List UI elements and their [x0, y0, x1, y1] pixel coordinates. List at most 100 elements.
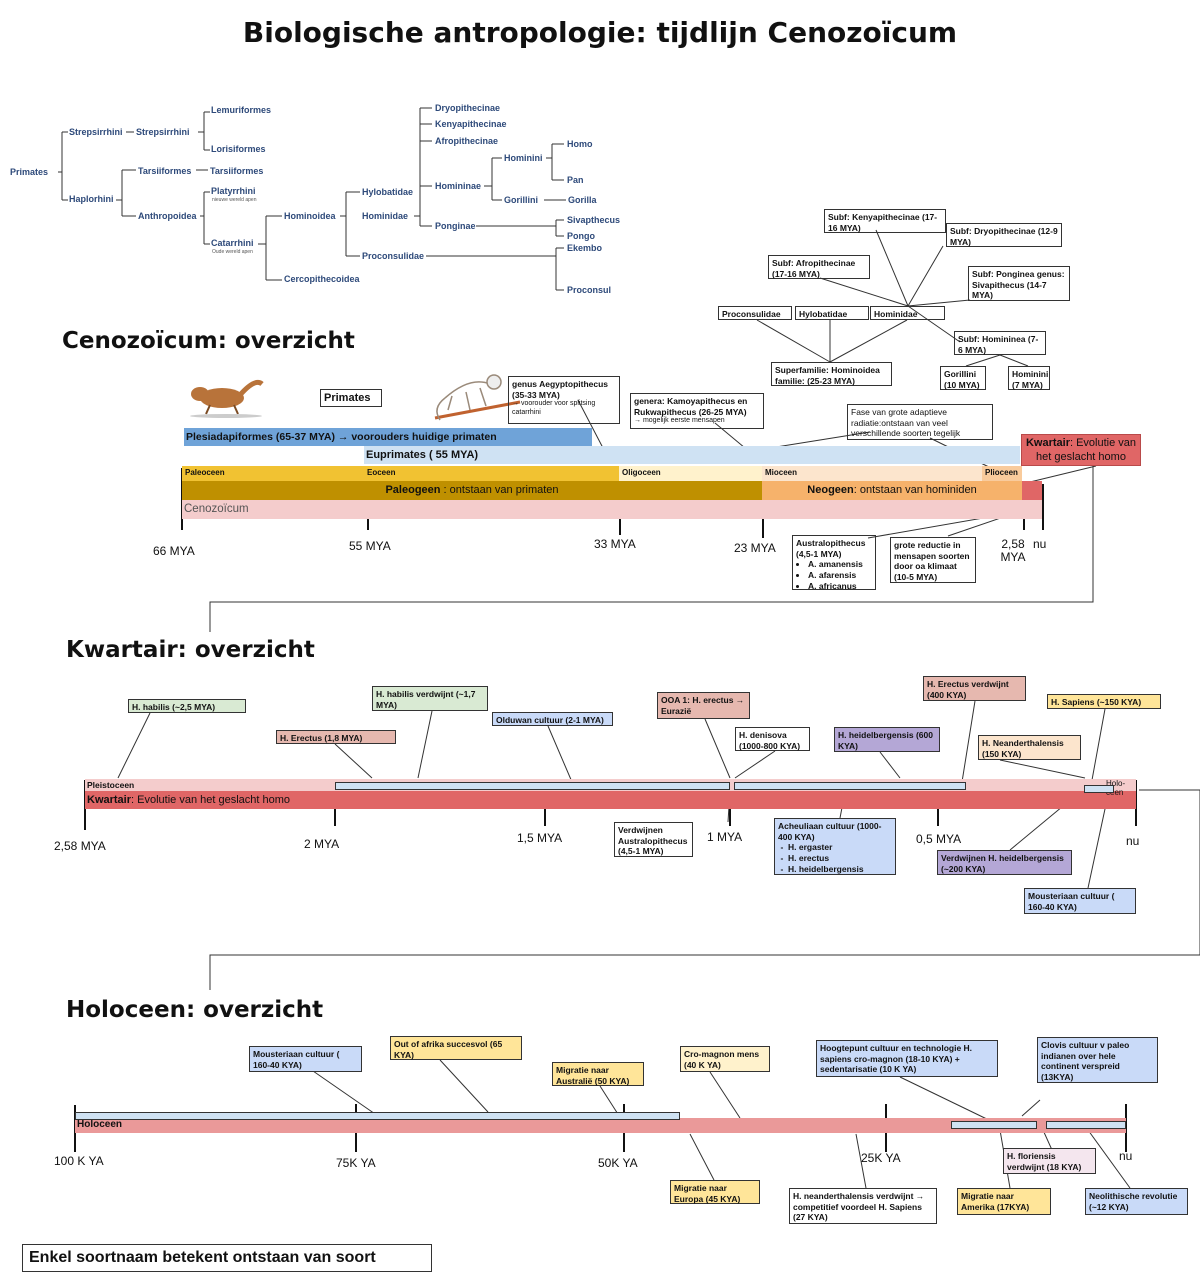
neanderthalensis-box: H. Neanderthalensis (150 KYA): [978, 735, 1081, 760]
clovis-span: [1046, 1121, 1126, 1129]
species-item: H. heidelbergensis: [788, 864, 892, 875]
ponginea-box: Subf: Ponginea genus: Sivapithecus (14-7…: [968, 266, 1070, 301]
mioceen-label: Mioceen: [765, 468, 798, 477]
legend-note: Enkel soortnaam betekent ontstaan van so…: [22, 1244, 432, 1272]
ho-tick-75: 75K YA: [336, 1156, 376, 1170]
ho-tick-100: 100 K YA: [54, 1154, 104, 1168]
paleoceen-label: Paleoceen: [185, 468, 225, 477]
eoceen-label: Eoceen: [367, 468, 396, 477]
oligoceen-label: Oligoceen: [622, 468, 661, 477]
tree-lorisiformes: Lorisiformes: [211, 144, 266, 154]
tree-anthropoidea: Anthropoidea: [138, 211, 197, 221]
ceno-tick-258: 2,58 MYA: [1000, 537, 1026, 565]
kamoyapithecus-text: genera: Kamoyapithecus en Rukwapithecus …: [634, 396, 748, 417]
neogeen-text: Neogeen: ontstaan van hominiden: [762, 481, 1022, 496]
tree-ponginae: Ponginae: [435, 221, 476, 231]
euprimates-label: Euprimates ( 55 MYA): [366, 449, 479, 461]
tree-afropithecinae: Afropithecinae: [435, 136, 499, 146]
kw-tick-nu: nu: [1126, 834, 1140, 848]
clovis-box: Clovis cultuur v paleo indianen over hel…: [1037, 1037, 1158, 1083]
amerika-box: Migratie naar Amerika (17KYA): [957, 1188, 1051, 1215]
kenyapithecinae-box: Subf: Kenyapithecinae (17-16 MYA): [824, 209, 946, 233]
paleogeen-bar: Paleogeen : ontstaan van primaten: [182, 481, 762, 500]
ceno-tick-33: 33 MYA: [594, 537, 636, 551]
acheuliaan-species: H. ergaster H. erectus H. heidelbergensi…: [778, 842, 892, 874]
australopithecus-box: Australopithecus (4,5-1 MYA) A. amanensi…: [792, 535, 876, 591]
tree-cercopithecoidea: Cercopithecoidea: [284, 274, 360, 284]
heidel-verdwijnt-box: Verdwijnen H. heidelbergensis (~200 KYA): [937, 850, 1072, 875]
kwartair-segment: [1022, 481, 1042, 500]
tree-catarrhini: Catarrhini: [211, 238, 254, 248]
tree-sivapthecus: Sivapthecus: [567, 215, 621, 225]
hylobatidae-box: Hylobatidae: [795, 306, 869, 320]
hominidae-box: Hominidae: [870, 306, 945, 320]
tree-platyrrhini: Platyrrhini: [211, 186, 256, 196]
kwartair-ceno-box: Kwartair: Evolutie van het geslacht homo: [1021, 434, 1141, 466]
aegyptopithecus-text: genus Aegyptopithecus (35-33 MYA): [512, 379, 609, 400]
paleogeen-rest: : ontstaan van primaten: [440, 484, 559, 496]
mousteriaan-ho-box: Mousteriaan cultuur ( 160-40 KYA): [249, 1046, 362, 1072]
tree-gorilla: Gorilla: [568, 195, 597, 205]
pleistoceen-label: Pleistoceen: [87, 780, 135, 790]
hoogtepunt-box: Hoogtepunt cultuur en technologie H. sap…: [816, 1040, 998, 1077]
species-item: A. africanus: [808, 581, 872, 592]
neogeen-rest: : ontstaan van hominiden: [853, 484, 977, 496]
kw-tick-1: 1 MYA: [707, 830, 743, 844]
holoceen-heading: Holoceen: overzicht: [66, 997, 324, 1023]
hominini-box: Hominini (7 MYA): [1008, 366, 1050, 390]
tree-hominidae: Hominidae: [362, 211, 409, 221]
acheuliaan-title: Acheuliaan cultuur (1000-400 KYA): [778, 821, 882, 842]
tree-proconsul: Proconsul: [567, 285, 612, 295]
paleogeen-bold: Paleogeen: [385, 484, 441, 496]
plesiadapiformes-bar: Plesiadapiformes (65-37 MYA) → voorouder…: [184, 428, 592, 446]
hoogtepunt-span: [951, 1121, 1037, 1129]
out-of-afrika-box: Out of afrika succesvol (65 KYA): [390, 1036, 522, 1060]
tree-hominini: Hominini: [504, 153, 543, 163]
kwartair-bold: Kwartair: [1025, 437, 1070, 449]
tree-haplorhini: Haplorhini: [69, 194, 114, 204]
kwartair-bar-rest: : Evolutie van het geslacht homo: [131, 794, 291, 806]
kwartair-bar: Kwartair: Evolutie van het geslacht homo: [85, 791, 1136, 809]
holoceen-bar-label: Holoceen: [77, 1119, 123, 1130]
erectus-box: H. Erectus (1,8 MYA): [276, 730, 396, 744]
tree-homo: Homo: [567, 139, 593, 149]
kamoyapithecus-box: genera: Kamoyapithecus en Rukwapithecus …: [630, 393, 764, 429]
tree-strepsirrhini-2: Strepsirrhini: [136, 127, 190, 137]
tree-hylobatidae: Hylobatidae: [362, 187, 414, 197]
tree-pongo: Pongo: [567, 231, 595, 241]
ooa-box: OOA 1: H. erectus → Eurazië: [657, 692, 750, 719]
tree-tarsiiformes-2: Tarsiiformes: [210, 166, 264, 176]
kw-tick-258: 2,58 MYA: [54, 839, 106, 853]
tree-tarsiiformes: Tarsiiformes: [138, 166, 192, 176]
paleoceen-bar: Paleoceen: [182, 466, 364, 481]
tree-kenyapithecinae: Kenyapithecinae: [435, 119, 507, 129]
cenozoicum-bar: Cenozoïcum: [182, 500, 1042, 519]
tree-ekembo: Ekembo: [567, 243, 603, 253]
australo-verdwijnt-box: Verdwijnen Australopithecus (4,5-1 MYA): [614, 822, 693, 857]
euprimates-bar: Euprimates ( 55 MYA): [364, 446, 1020, 464]
habilis-box: H. habilis (~2,5 MYA): [128, 699, 246, 713]
olduwan-span: [335, 782, 730, 790]
cenozoicum-label: Cenozoïcum: [184, 503, 249, 515]
neogeen-bold: Neogeen: [807, 484, 854, 496]
ho-tick-25: 25K YA: [861, 1151, 901, 1165]
floriensis-box: H. floriensis verdwijnt (18 KYA): [1003, 1148, 1096, 1174]
acheuliaan-box: Acheuliaan cultuur (1000-400 KYA) H. erg…: [774, 818, 896, 875]
kw-tick-05: 0,5 MYA: [916, 832, 962, 846]
ceno-tick-66: 66 MYA: [153, 544, 195, 558]
kamoyapithecus-sub: → mogelijk eerste mensapen: [634, 417, 725, 425]
species-item: H. ergaster: [788, 842, 892, 853]
tree-strepsirrhini: Strepsirrhini: [69, 127, 123, 137]
tree-gorillini: Gorillini: [504, 195, 539, 205]
ceno-tick-23: 23 MYA: [734, 541, 776, 555]
paleogeen-text: Paleogeen : ontstaan van primaten: [182, 481, 762, 496]
australopithecus-species: A. amanensis A. afarensis A. africanus: [796, 559, 872, 591]
neogeen-bar: Neogeen: ontstaan van hominiden: [762, 481, 1022, 500]
plioceen-bar: Plioceen: [982, 466, 1022, 481]
eoceen-bar: Eoceen: [364, 466, 619, 481]
europa-box: Migratie naar Europa (45 KYA): [670, 1180, 760, 1204]
species-item: H. erectus: [788, 853, 892, 864]
superfamilie-box: Superfamilie: Hominoidea familie: (25-23…: [771, 362, 892, 386]
denisova-box: H. denisova (1000-800 KYA): [735, 727, 810, 751]
reductie-box: grote reductie in mensapen soorten door …: [890, 537, 976, 583]
